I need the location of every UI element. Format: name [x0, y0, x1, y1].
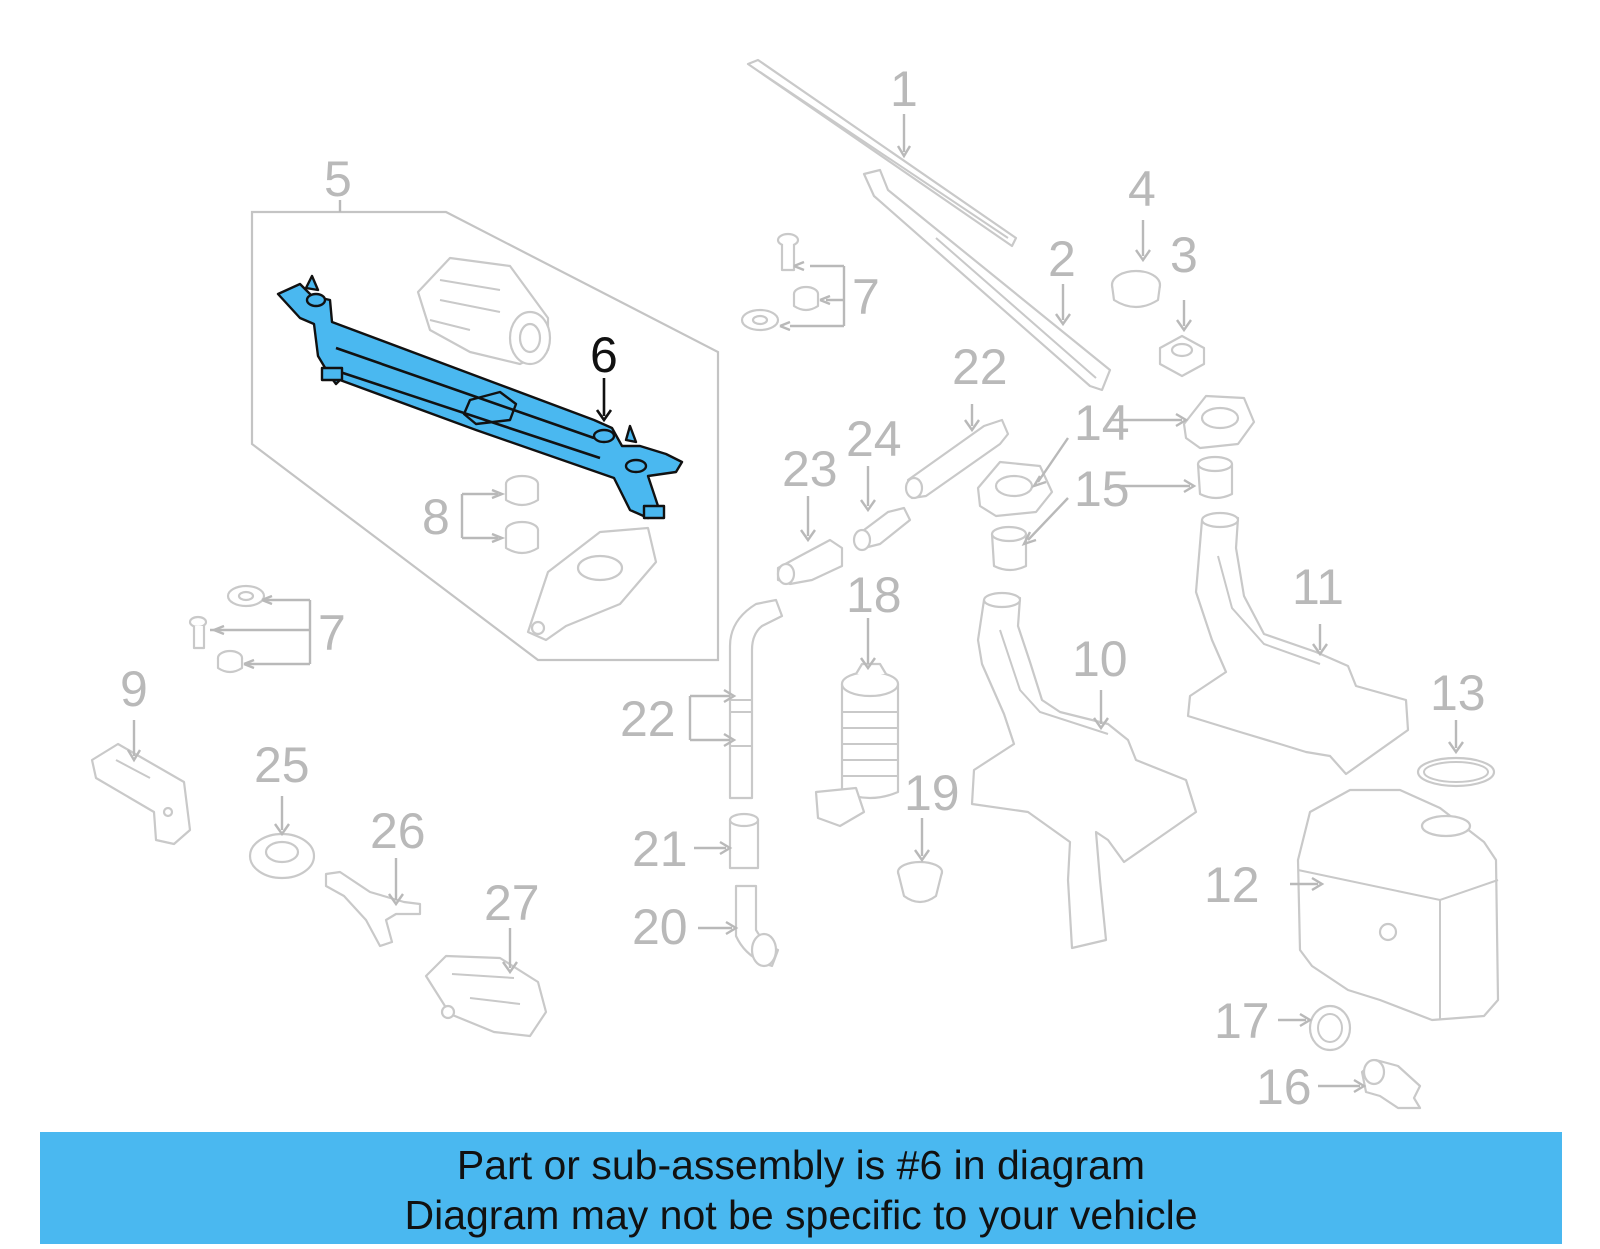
callout-17: 17 [1214, 993, 1270, 1049]
clip-set-7-upper[interactable] [740, 232, 820, 332]
callout-26: 26 [370, 803, 426, 859]
callout-16: 16 [1256, 1059, 1312, 1115]
callout-6: 6 [590, 327, 618, 383]
callout-8: 8 [422, 489, 450, 545]
nozzle-part-27[interactable] [424, 954, 548, 1038]
banner-line-disclaimer: Diagram may not be specific to your vehi… [404, 1192, 1198, 1238]
grommet-part-25[interactable] [248, 832, 316, 880]
reservoir-neck-part-11[interactable] [1186, 511, 1410, 776]
callout-18: 18 [846, 567, 902, 623]
wiper-linkage-part-6[interactable] [276, 274, 684, 520]
callout-7-upper: 7 [852, 269, 880, 325]
callout-7-lower: 7 [318, 605, 346, 661]
wiper-arm-part[interactable] [862, 168, 1112, 392]
wiper-blade-part[interactable] [746, 58, 1018, 248]
assembly-frame-5 [250, 210, 720, 662]
callout-9: 9 [120, 661, 148, 717]
callout-27: 27 [484, 875, 540, 931]
callout-15: 15 [1074, 461, 1130, 517]
wiper-motor-part[interactable] [416, 256, 552, 366]
nut-part-3[interactable] [1158, 334, 1206, 378]
grommet-part-8b[interactable] [504, 520, 540, 555]
grommet-part-8a[interactable] [504, 474, 540, 507]
callout-12: 12 [1204, 857, 1260, 913]
callout-20: 20 [632, 899, 688, 955]
sleeve-part-15-right[interactable] [1196, 455, 1234, 500]
info-banner: Part or sub-assembly is #6 in diagram Di… [40, 1132, 1562, 1244]
hose-part-22-top[interactable] [904, 418, 1010, 500]
callout-24: 24 [846, 411, 902, 467]
washer-reservoir-part-12[interactable] [1296, 788, 1500, 1022]
clip-set-7-lower[interactable] [188, 584, 266, 674]
level-sensor-part-16[interactable] [1360, 1058, 1422, 1110]
grommet-part-19[interactable] [896, 860, 944, 904]
filler-cap-part-14-left[interactable] [976, 460, 1054, 518]
callout-14: 14 [1074, 395, 1130, 451]
filler-cap-part-14-right[interactable] [1182, 394, 1256, 450]
connector-part-24[interactable] [852, 506, 912, 552]
bracket-part-9[interactable] [90, 742, 192, 846]
callout-3: 3 [1170, 227, 1198, 283]
sleeve-part-15-left[interactable] [990, 525, 1028, 572]
callout-21: 21 [632, 821, 688, 877]
callout-22-top: 22 [952, 339, 1008, 395]
cap-part-4[interactable] [1110, 269, 1162, 309]
seal-ring-part-13[interactable] [1416, 756, 1496, 788]
callout-19: 19 [904, 765, 960, 821]
elbow-part-20[interactable] [734, 884, 780, 968]
banner-line-part-number: Part or sub-assembly is #6 in diagram [456, 1142, 1146, 1188]
connector-part-26[interactable] [324, 870, 422, 948]
motor-plate-part[interactable] [526, 526, 658, 642]
washer-pump-part-18[interactable] [814, 662, 900, 828]
callout-23: 23 [782, 441, 838, 497]
leader-lines [126, 114, 1464, 1094]
callout-2: 2 [1048, 231, 1076, 287]
callout-22-vertical: 22 [620, 691, 676, 747]
connector-part-23[interactable] [776, 538, 844, 586]
reservoir-neck-part-10[interactable] [970, 591, 1198, 950]
callout-11: 11 [1292, 559, 1344, 615]
sleeve-part-21[interactable] [728, 812, 760, 870]
callout-5: 5 [324, 151, 352, 207]
callout-labels: 1 2 3 4 5 6 7 7 8 9 10 11 12 13 14 15 16… [120, 61, 1486, 1115]
callout-1: 1 [890, 61, 918, 117]
callout-13: 13 [1430, 665, 1486, 721]
callout-4: 4 [1128, 161, 1156, 217]
grommet-part-17[interactable] [1308, 1004, 1352, 1052]
callout-25: 25 [254, 737, 310, 793]
callout-10: 10 [1072, 631, 1128, 687]
hose-part-22-vertical[interactable] [728, 598, 784, 800]
